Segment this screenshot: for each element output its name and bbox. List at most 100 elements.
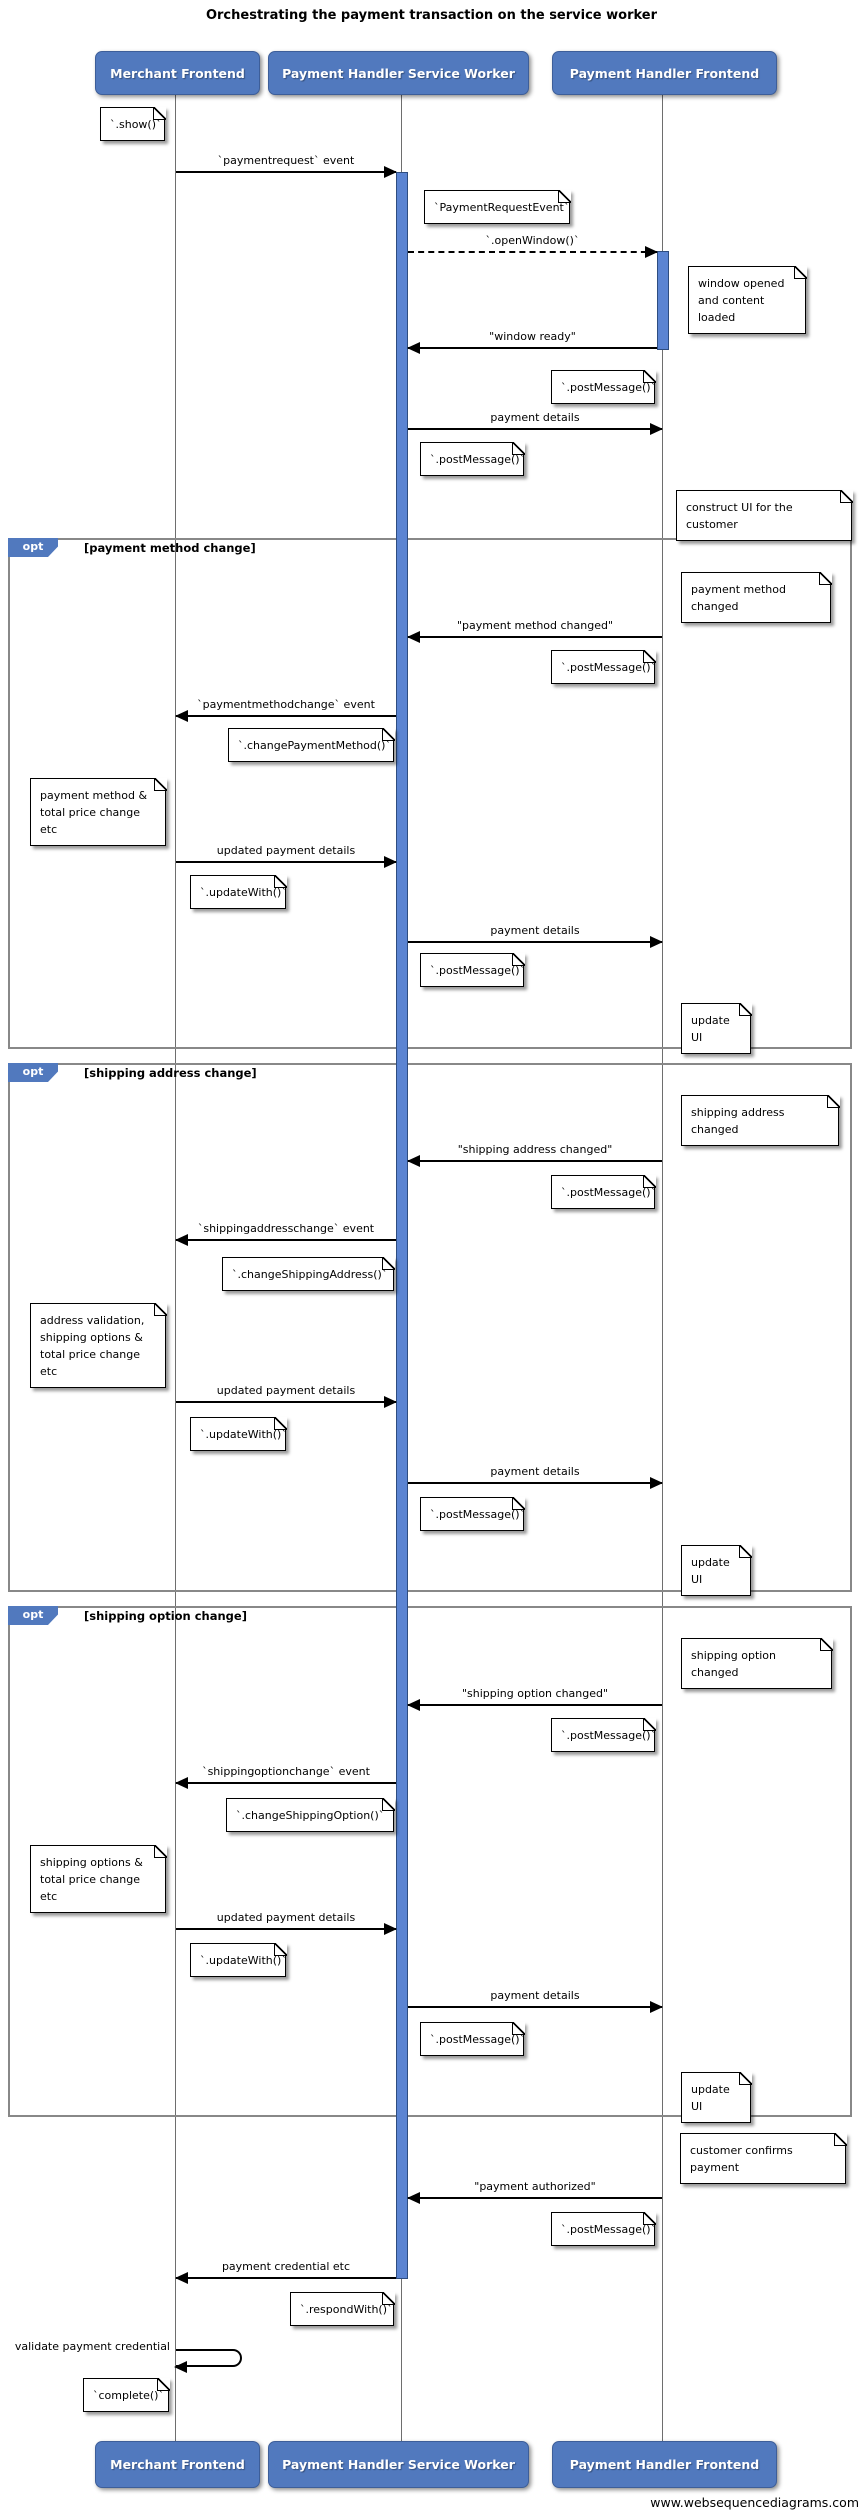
folded-corner-icon [273,1942,287,1956]
arrowhead-icon [175,1777,188,1789]
message-shippingoptionchange-event: `shippingoptionchange` event [175,1765,396,1789]
message-paymentrequest-event: `paymentrequest` event [176,154,397,178]
folded-corner-icon [793,265,807,279]
message-shippingaddresschange-event: `shippingaddresschange` event [175,1222,396,1246]
folded-corner-icon [511,441,525,455]
folded-corner-icon [381,1256,395,1270]
message-payment-details-3: payment details [408,1465,663,1489]
opt-frame-shipping-address-change [8,1063,852,1592]
folded-corner-icon [273,874,287,888]
self-message-loop [174,2349,242,2373]
note-payment-method-total-price: payment method & total price change etc [30,777,167,846]
note-update-ui: update UI [681,2071,752,2123]
message-paymentmethodchange-event: `paymentmethodchange` event [175,698,396,722]
folded-corner-icon [381,2291,395,2305]
message-payment-details-4: payment details [408,1989,663,2013]
arrowhead-icon [645,246,658,258]
arrowhead-icon [407,1699,420,1711]
message-shipping-address-changed: "shipping address changed" [407,1143,662,1167]
note-update-with: `.updateWith()` [190,1942,287,1977]
note-shipping-address-changed: shipping address changed [681,1094,840,1146]
message-updated-payment-details-3: updated payment details [176,1911,397,1935]
folded-corner-icon [642,649,656,663]
folded-corner-icon [273,1416,287,1430]
opt-frame-tab: opt [8,538,58,557]
arrowhead-icon [407,631,420,643]
opt-frame-tab: opt [8,1606,58,1625]
folded-corner-icon [511,952,525,966]
arrowhead-icon [384,1396,397,1408]
message-payment-method-changed: "payment method changed" [407,619,662,643]
note-post-message: `.postMessage()` [551,1174,656,1209]
message-payment-credential-etc: payment credential etc [175,2260,396,2284]
opt-frame-condition: [payment method change] [84,541,256,555]
folded-corner-icon [381,727,395,741]
note-update-ui: update UI [681,1002,752,1054]
folded-corner-icon [152,106,166,120]
self-message-label: validate payment credential [14,2340,170,2353]
note-customer-confirms-payment: customer confirms payment [680,2132,847,2184]
folded-corner-icon [826,1094,840,1108]
note-post-message: `.postMessage()` [420,952,525,987]
opt-frame-condition: [shipping address change] [84,1066,257,1080]
activation-payment-handler-frontend [657,251,669,350]
note-shipping-options-total-price: shipping options & total price change et… [30,1844,167,1913]
folded-corner-icon [839,489,853,503]
note-respond-with: `.respondWith()` [290,2291,395,2326]
note-payment-method-changed: payment method changed [681,571,832,623]
opt-frame-condition: [shipping option change] [84,1609,247,1623]
actor-service-worker-bottom: Payment Handler Service Worker [268,2441,529,2488]
actor-payment-handler-frontend-bottom: Payment Handler Frontend [552,2441,777,2488]
lifeline-merchant-frontend [175,93,176,2441]
note-post-message: `.postMessage()` [551,649,656,684]
note-change-shipping-address: `.changeShippingAddress()` [222,1256,395,1291]
message-updated-payment-details-1: updated payment details [176,844,397,868]
message-payment-details-2: payment details [408,924,663,948]
arrowhead-icon [175,710,188,722]
arrowhead-icon [174,2361,187,2373]
folded-corner-icon [738,2071,752,2085]
activation-service-worker [396,172,408,2279]
message-shipping-option-changed: "shipping option changed" [407,1687,662,1711]
diagram-title: Orchestrating the payment transaction on… [205,8,658,23]
actor-merchant-frontend-bottom: Merchant Frontend [95,2441,260,2488]
folded-corner-icon [156,2377,170,2391]
folded-corner-icon [153,1844,167,1858]
arrowhead-icon [650,936,663,948]
note-construct-ui: construct UI for the customer [676,489,853,541]
message-window-ready: "window ready" [407,330,657,354]
note-complete: `complete()` [83,2377,170,2412]
folded-corner-icon [511,2021,525,2035]
arrowhead-icon [650,1477,663,1489]
arrowhead-icon [650,423,663,435]
message-updated-payment-details-2: updated payment details [176,1384,397,1408]
opt-frame-tab: opt [8,1063,58,1082]
arrowhead-icon [407,342,420,354]
note-update-with: `.updateWith()` [190,874,287,909]
message-open-window: `.openWindow()` [408,234,658,258]
message-payment-details-1: payment details [408,411,663,435]
note-update-with: `.updateWith()` [190,1416,287,1451]
note-post-message: `.postMessage()` [420,2021,525,2056]
arrowhead-icon [407,1155,420,1167]
actor-payment-handler-frontend-top: Payment Handler Frontend [552,51,777,95]
note-post-message: `.postMessage()` [551,2211,656,2246]
opt-frame-payment-method-change [8,538,852,1049]
actor-merchant-frontend-top: Merchant Frontend [95,51,260,95]
arrowhead-icon [384,166,397,178]
arrowhead-icon [175,1234,188,1246]
folded-corner-icon [738,1544,752,1558]
note-shipping-option-changed: shipping option changed [681,1637,833,1689]
folded-corner-icon [642,2211,656,2225]
message-payment-authorized: "payment authorized" [407,2180,662,2204]
note-post-message: `.postMessage()` [420,441,525,476]
folded-corner-icon [153,777,167,791]
arrowhead-icon [384,856,397,868]
note-post-message: `.postMessage()` [551,1717,656,1752]
folded-corner-icon [818,571,832,585]
folded-corner-icon [738,1002,752,1016]
folded-corner-icon [153,1302,167,1316]
folded-corner-icon [557,189,571,203]
actor-service-worker-top: Payment Handler Service Worker [268,51,529,95]
